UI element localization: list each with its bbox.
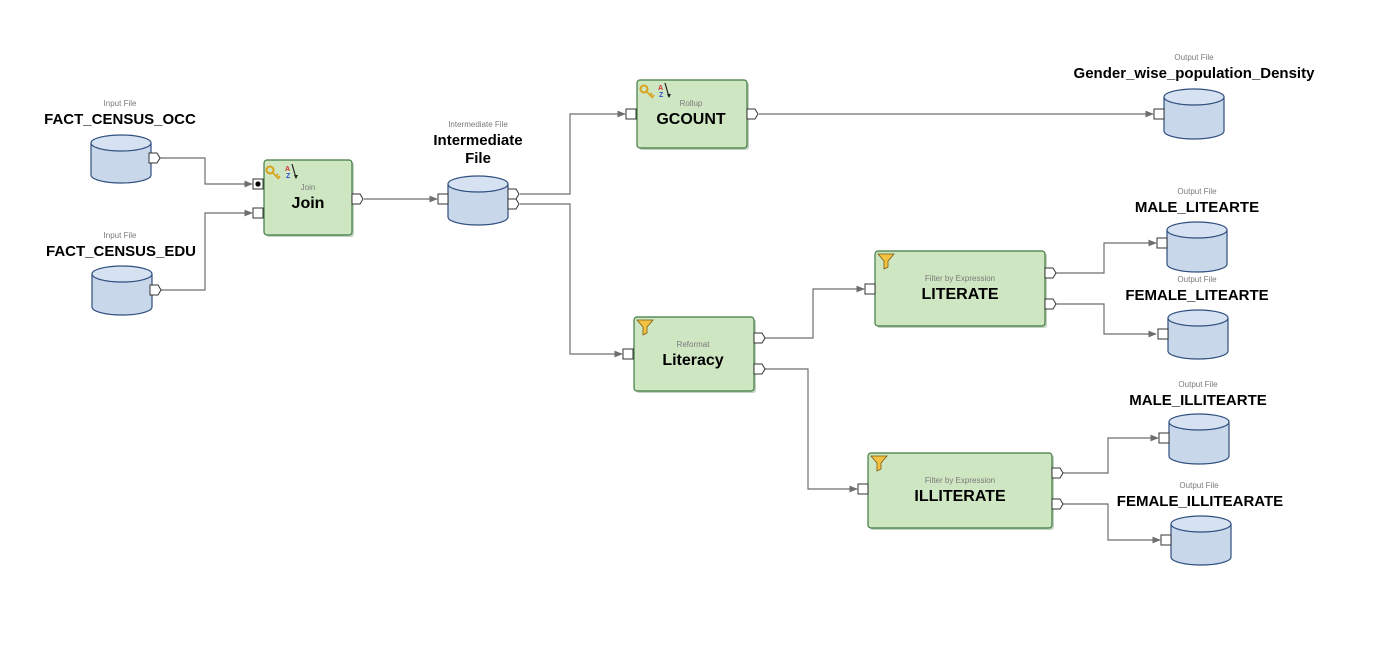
flow-illiterate-to-male[interactable] [1062, 434, 1159, 474]
store-type-label: Output File [1179, 481, 1219, 490]
disk-icon [1168, 413, 1230, 465]
output-port[interactable] [746, 108, 759, 120]
flow-illiterate-to-female[interactable] [1062, 503, 1161, 544]
svg-text:A: A [285, 166, 290, 173]
store-female-illitearate[interactable]: Output File FEMALE_ILLITEARATE [1117, 481, 1283, 566]
flow-literate-to-male[interactable] [1056, 239, 1157, 274]
component-illiterate[interactable]: Filter by Expression ILLITERATE [857, 452, 1064, 530]
component-type-label: Reformat [677, 340, 711, 349]
output-port[interactable] [1044, 267, 1057, 279]
output-port[interactable] [351, 193, 364, 205]
flow-occ-to-join[interactable] [159, 157, 253, 188]
store-type-label: Input File [104, 99, 137, 108]
component-type-label: Rollup [680, 99, 703, 108]
component-literate[interactable]: Filter by Expression LITERATE [864, 250, 1057, 328]
disk-icon [91, 265, 153, 316]
sort-az-icon: A Z [658, 82, 671, 99]
input-port[interactable] [1153, 108, 1165, 120]
flow-edu-to-join[interactable] [160, 209, 253, 291]
component-name-label: Join [292, 195, 325, 212]
output-port[interactable] [507, 198, 520, 210]
component-literacy[interactable]: Reformat Literacy [622, 316, 766, 393]
disk-icon [447, 175, 509, 226]
funnel-icon [870, 455, 888, 472]
store-fact-census-occ[interactable]: Input File FACT_CENSUS_OCC [44, 99, 196, 184]
store-name-label: FEMALE_ILLITEARATE [1117, 493, 1283, 510]
store-name-label: MALE_ILLITEARTE [1129, 392, 1267, 409]
output-port[interactable] [148, 152, 161, 164]
svg-text:A: A [658, 85, 663, 92]
funnel-icon [636, 319, 654, 336]
store-male-litearte[interactable]: Output File MALE_LITEARTE [1135, 187, 1259, 273]
store-gender-wise-population-density[interactable]: Output File Gender_wise_population_Densi… [1074, 53, 1316, 140]
store-type-label: Output File [1177, 187, 1217, 196]
component-type-label: Filter by Expression [925, 274, 995, 283]
store-name-label: FACT_CENSUS_OCC [44, 111, 196, 128]
store-name-label: FEMALE_LITEARTE [1125, 287, 1268, 304]
store-type-label: Intermediate File [448, 120, 508, 129]
sort-az-icon: A Z [285, 163, 298, 180]
key-icon [265, 165, 281, 180]
component-type-label: Filter by Expression [925, 476, 995, 485]
store-name-label: FACT_CENSUS_EDU [46, 243, 196, 260]
store-male-illitearte[interactable]: Output File MALE_ILLITEARTE [1129, 380, 1267, 465]
store-name-line2: File [465, 150, 491, 167]
funnel-icon [877, 253, 895, 270]
flow-literacy-to-literate[interactable] [765, 285, 865, 339]
input-port[interactable] [1157, 328, 1169, 340]
output-port[interactable] [1051, 467, 1064, 479]
input-port[interactable] [1156, 237, 1168, 249]
store-type-label: Output File [1174, 53, 1214, 62]
store-intermediate-file[interactable]: Intermediate File Intermediate File [433, 120, 523, 226]
disk-icon [90, 134, 152, 184]
store-type-label: Output File [1178, 380, 1218, 389]
store-name-label: MALE_LITEARTE [1135, 199, 1259, 216]
store-type-label: Input File [104, 231, 137, 240]
input-port[interactable] [437, 193, 449, 205]
port-key-marker [255, 181, 261, 187]
input-port[interactable] [864, 283, 876, 295]
component-name-label: LITERATE [921, 286, 998, 303]
component-name-label: ILLITERATE [914, 488, 1006, 505]
store-fact-census-edu[interactable]: Input File FACT_CENSUS_EDU [46, 231, 196, 316]
output-port[interactable] [149, 284, 162, 296]
input-port[interactable] [252, 207, 264, 219]
key-icon [639, 84, 655, 99]
input-port[interactable] [625, 108, 637, 120]
svg-text:Z: Z [286, 173, 291, 180]
input-port[interactable] [857, 483, 869, 495]
disk-icon [1163, 88, 1225, 140]
store-name-label: Gender_wise_population_Density [1074, 65, 1316, 82]
output-port[interactable] [753, 332, 766, 344]
store-female-litearte[interactable]: Output File FEMALE_LITEARTE [1125, 275, 1269, 360]
disk-icon [1170, 515, 1232, 566]
output-port[interactable] [1051, 498, 1064, 510]
flow-literate-to-female[interactable] [1056, 303, 1157, 338]
flows [159, 110, 1161, 544]
disk-icon [1166, 221, 1228, 273]
flow-intermediate-to-literacy[interactable] [520, 203, 623, 358]
disk-icon [1167, 309, 1229, 360]
store-name-line1: Intermediate [433, 132, 522, 149]
output-port[interactable] [507, 188, 520, 200]
flow-literacy-to-illiterate[interactable] [765, 368, 858, 493]
component-join[interactable]: A Z Join Join [252, 159, 364, 237]
input-port[interactable] [1158, 432, 1170, 444]
component-type-label: Join [301, 183, 316, 192]
svg-text:Z: Z [659, 92, 664, 99]
input-port[interactable] [1160, 534, 1172, 546]
component-name-label: GCOUNT [656, 111, 726, 128]
output-port[interactable] [753, 363, 766, 375]
flow-intermediate-to-gcount[interactable] [520, 110, 626, 195]
input-port[interactable] [622, 348, 634, 360]
component-gcount[interactable]: A Z Rollup GCOUNT [625, 79, 759, 150]
output-port[interactable] [1044, 298, 1057, 310]
component-name-label: Literacy [662, 352, 723, 369]
store-type-label: Output File [1177, 275, 1217, 284]
